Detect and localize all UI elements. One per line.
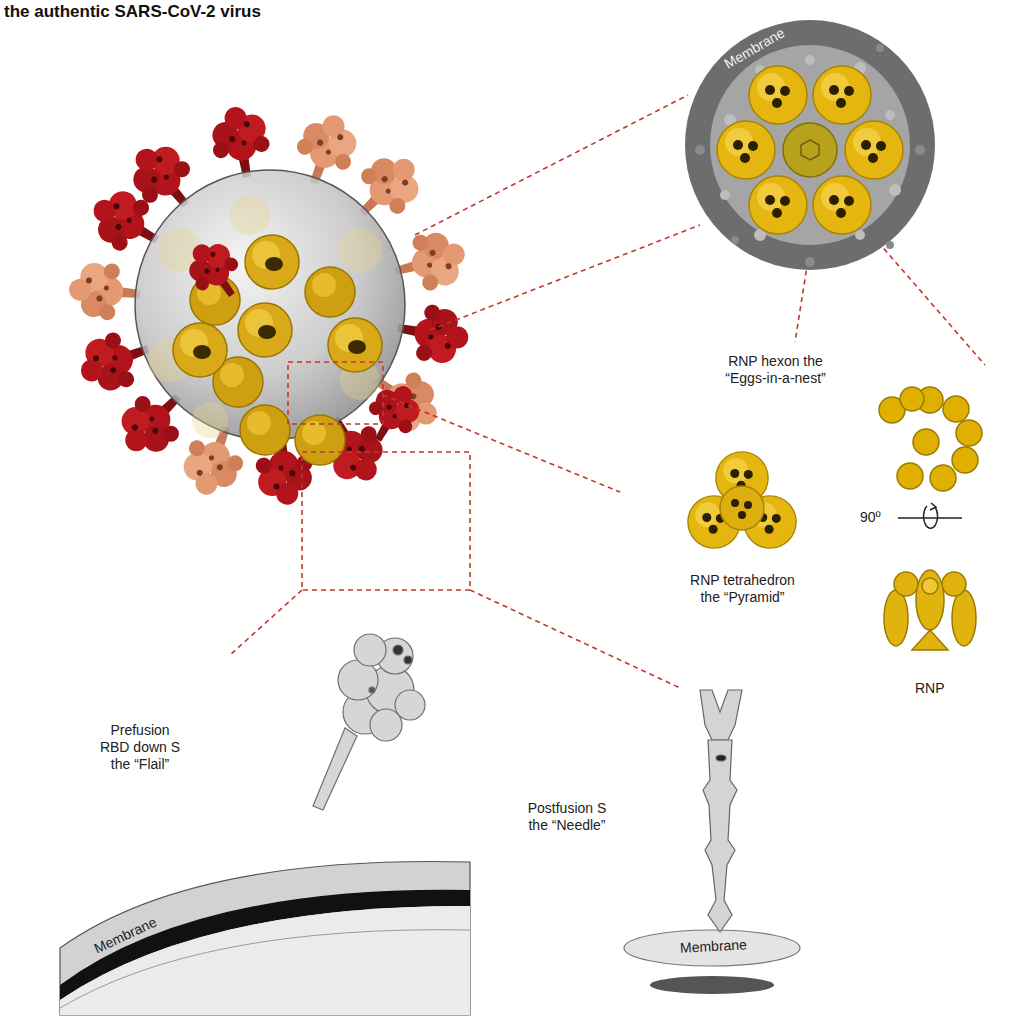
prefusion-spike (313, 634, 425, 810)
membrane-arc (60, 862, 470, 1015)
rotation-symbol (898, 503, 962, 528)
postfusion-spike (700, 690, 742, 932)
membrane-disc (624, 930, 800, 994)
figure-title: the authentic SARS-CoV-2 virus (4, 2, 261, 22)
front-spikes (177, 232, 429, 452)
spike-ring (67, 102, 473, 507)
structure-label: RNP (915, 680, 945, 697)
rnp-side-view (884, 570, 976, 650)
virus-envelope (135, 170, 405, 440)
structure-label: RNP tetrahedron the “Pyramid” (685, 572, 800, 606)
rnp-top-view (879, 387, 982, 491)
ghost-rnp (148, 195, 382, 438)
structure-label: Prefusion RBD down S the “Flail” (96, 722, 184, 772)
rnp-tetrahedron (688, 452, 796, 548)
rotation-label: 90º (860, 509, 881, 526)
structure-label: RNP hexon the “Eggs-in-a-nest” (713, 353, 838, 387)
cross-section (685, 20, 935, 270)
membrane-label: Membrane (680, 936, 748, 956)
structure-label: Postfusion S the “Needle” (522, 800, 612, 834)
